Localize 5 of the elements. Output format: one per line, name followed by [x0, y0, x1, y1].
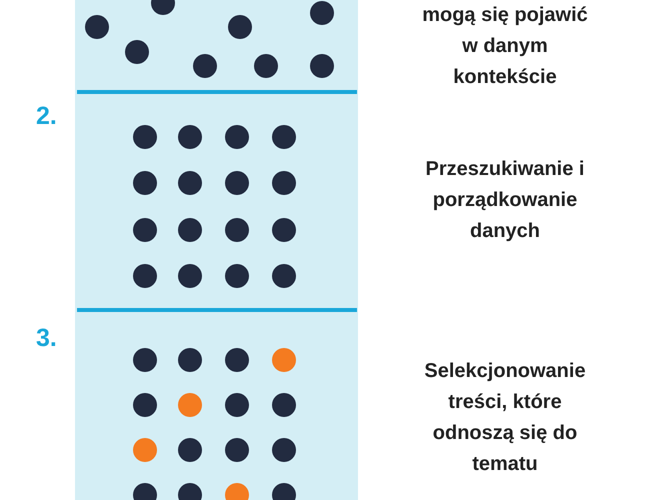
description-text: Przeszukiwanie i porządkowanie danych [424, 157, 586, 244]
description-text: mogą się pojawić w danym kontekście [421, 3, 589, 90]
step-number: 2. [36, 102, 57, 131]
step-number: 3. [36, 324, 57, 353]
description-text: Selekcjonowanie treści, które odnoszą się do tematu [423, 359, 587, 477]
